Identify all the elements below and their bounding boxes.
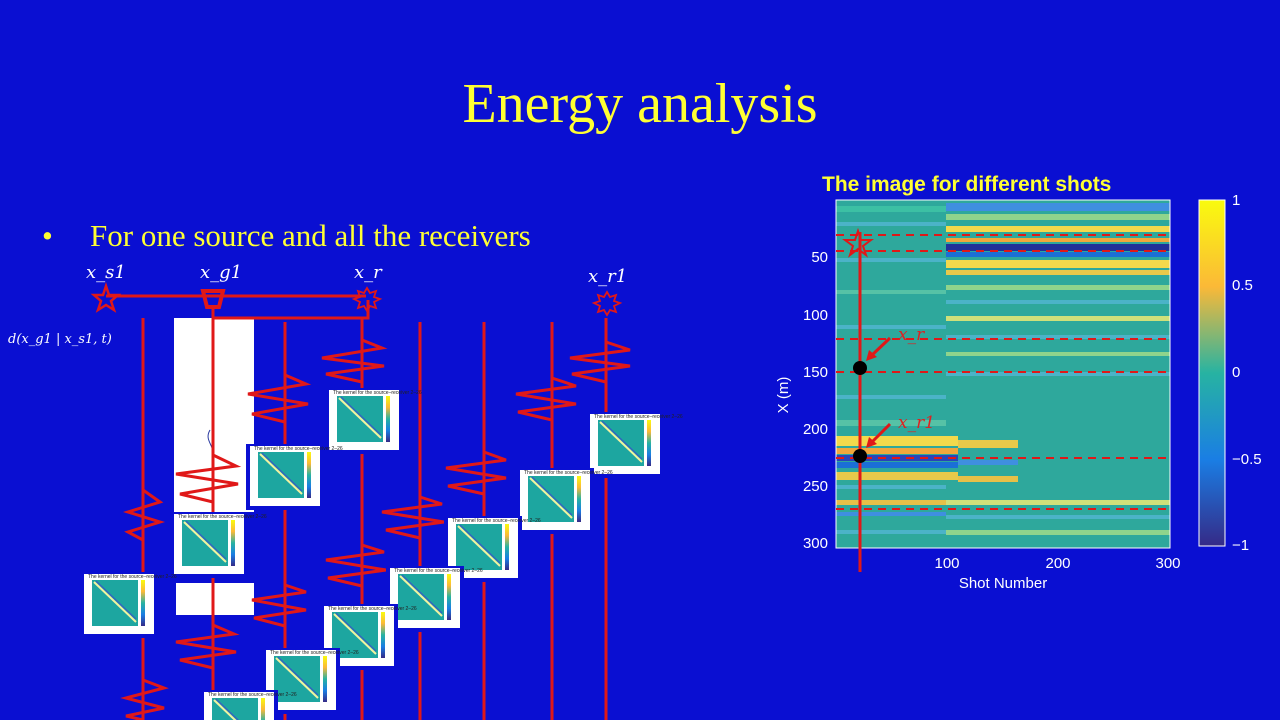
kernel-plot-title: The kernel for the source–receiver 2–26: [594, 414, 683, 420]
colorbar-tick: 1: [1232, 192, 1240, 209]
kernel-plot-title: The kernel for the source–receiver 2–26: [254, 446, 343, 452]
kernel-plot: The kernel for the source–receiver 2–26: [324, 387, 422, 455]
kernel-plot: The kernel for the source–receiver 2–26: [443, 515, 541, 583]
kernel-plot-title: The kernel for the source–receiver 2–26: [270, 650, 359, 656]
kernel-plot-title: The kernel for the source–receiver 2–26: [394, 568, 483, 574]
y-tick: 100: [803, 307, 828, 324]
receiver-dot: [853, 361, 867, 375]
trace-panel-lower: [176, 583, 254, 615]
receiver-burst-icon: [351, 286, 383, 313]
kernel-plot: The kernel for the source–receiver 2–26: [515, 467, 613, 535]
image-bands-right: [946, 203, 1170, 535]
colorbar-tick: −1: [1232, 537, 1249, 554]
x-tick: 200: [1045, 555, 1070, 572]
y-tick: 250: [803, 478, 828, 495]
kernel-plot-title: The kernel for the source–receiver 2–26: [452, 518, 541, 524]
kernel-plot: The kernel for the source–receiver 2–26: [79, 571, 177, 639]
y-axis-label: X (m): [775, 377, 792, 414]
arrows: [866, 336, 892, 448]
image-panel-title: The image for different shots: [822, 173, 1111, 196]
marker-label-receiver: x_r: [898, 325, 925, 345]
y-tick: 50: [811, 249, 828, 266]
y-axis: 50 100 150 200 250 300 X (m): [775, 249, 828, 552]
kernel-plot-title: The kernel for the source–receiver 2–26: [208, 692, 297, 698]
x-tick: 300: [1155, 555, 1180, 572]
y-tick: 150: [803, 364, 828, 381]
kernel-plot: The kernel for the source–receiver 2–26: [319, 603, 417, 671]
kernel-plot-title: The kernel for the source–receiver 2–26: [178, 514, 267, 520]
marker-label-receiver1: x_r1: [898, 413, 935, 433]
kernel-plot: The kernel for the source–receiver 2–26: [245, 443, 343, 511]
receiver-label: x_r: [354, 262, 383, 283]
geophone-label: x_g1: [200, 262, 242, 283]
colorbar-ticks: 1 0.5 0 −0.5 −1: [1232, 192, 1262, 554]
source-star-icon: [90, 282, 122, 313]
geophone-receiver-link: [211, 300, 370, 320]
y-tick: 300: [803, 535, 828, 552]
x-axis: 100 200 300 Shot Number: [934, 555, 1180, 592]
geophone-icon: [200, 289, 226, 309]
kernel-plot-title: The kernel for the source–receiver 2–26: [333, 390, 422, 396]
image-frame: [835, 199, 1171, 549]
kernel-plot: The kernel for the source–receiver 2–26: [261, 647, 359, 715]
kernel-plot: The kernel for the source–receiver 2–26: [385, 565, 483, 633]
kernel-plot: The kernel for the source–receiver 2–26: [199, 689, 297, 720]
receiver1-label: x_r1: [588, 266, 627, 287]
image-source-star-icon: [842, 227, 874, 258]
bullet-dot: •: [42, 218, 53, 253]
x-tick: 100: [934, 555, 959, 572]
kernel-plot-title: The kernel for the source–receiver 2–26: [328, 606, 417, 612]
colorbar-tick: 0.5: [1232, 277, 1253, 294]
x-axis-label: Shot Number: [959, 575, 1047, 592]
colorbar-tick: 0: [1232, 364, 1240, 381]
y-tick: 200: [803, 421, 828, 438]
colorbar-tick: −0.5: [1232, 451, 1262, 468]
bullet-text: For one source and all the receivers: [90, 218, 531, 253]
bullet-item: • For one source and all the receivers: [42, 218, 531, 254]
image-panel: The image for different shots: [775, 173, 1262, 592]
kernel-plot: The kernel for the source–receiver 2–26: [585, 411, 683, 479]
colorbar: [1198, 199, 1226, 547]
receiver1-dot: [853, 449, 867, 463]
source-label: x_s1: [86, 262, 126, 283]
data-label: d(x_g1 | x_s1, t): [8, 332, 112, 347]
kernel-plot-title: The kernel for the source–receiver 2–26: [524, 470, 613, 476]
receiver1-burst-icon: [591, 290, 623, 317]
kernel-thumbnails: The kernel for the source–receiver 2–26 …: [79, 387, 683, 720]
wavelets: [120, 338, 631, 720]
kernel-plot-title: The kernel for the source–receiver 2–26: [88, 574, 177, 580]
slide-title: Energy analysis: [462, 73, 818, 135]
kernel-plot: The kernel for the source–receiver 2–26: [169, 511, 267, 579]
